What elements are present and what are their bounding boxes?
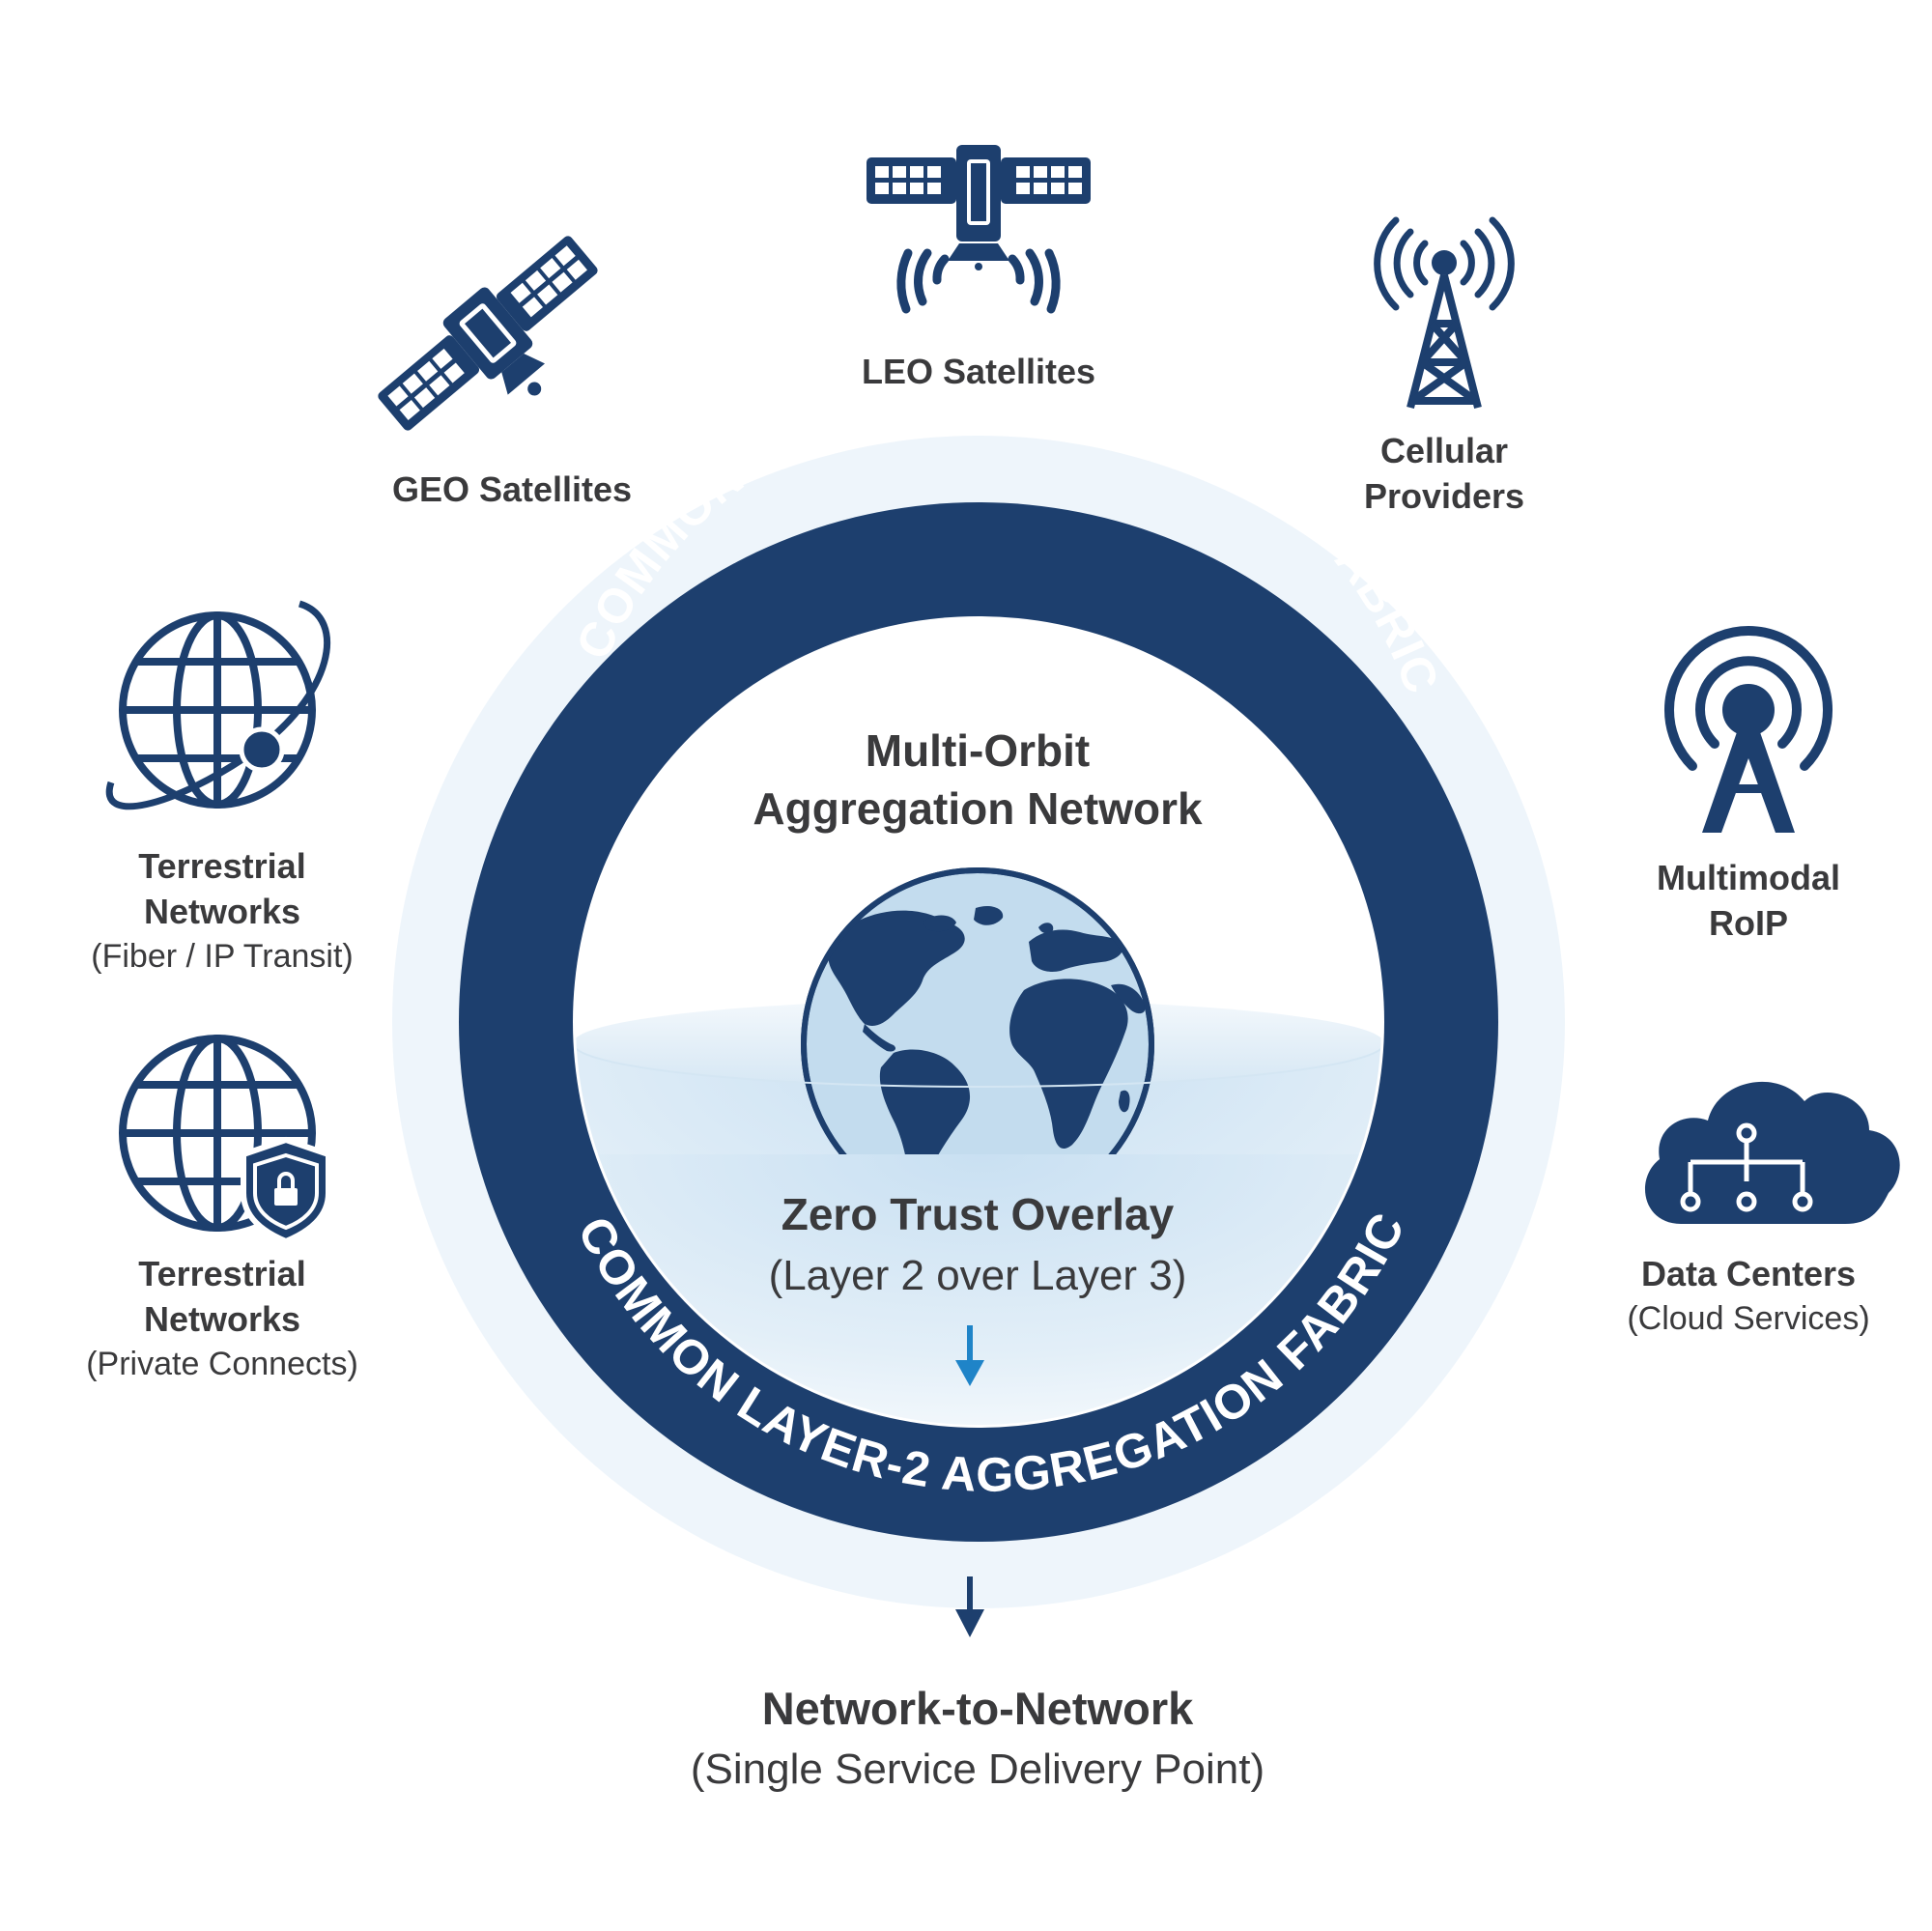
cellular-line2: Providers	[1363, 475, 1525, 516]
geo-satellite-icon	[378, 236, 598, 431]
leo-satellite-icon	[867, 145, 1091, 314]
label-terrestrial-private: Terrestrial Networks (Private Connects)	[39, 1252, 406, 1385]
arrow-down-icon-outer	[955, 1576, 984, 1637]
label-terrestrial-fiber: Terrestrial Networks (Fiber / IP Transit…	[58, 844, 386, 978]
center-title-line2: Aggregation Network	[753, 783, 1203, 834]
datacenter-sub: (Cloud Services)	[1627, 1299, 1870, 1337]
terrestrial-private-line2: Networks	[143, 1298, 301, 1339]
terrestrial-private-line1: Terrestrial	[138, 1254, 306, 1293]
center-title-line1: Multi-Orbit	[866, 725, 1091, 776]
roip-line1: Multimodal	[1657, 858, 1840, 897]
terrestrial-fiber-sub: (Fiber / IP Transit)	[91, 937, 354, 975]
terrestrial-private-sub: (Private Connects)	[86, 1345, 358, 1382]
radio-tower-icon	[1664, 626, 1833, 833]
output-title: Network-to-Network	[762, 1683, 1194, 1734]
overlay-title: Zero Trust Overlay	[781, 1189, 1175, 1239]
terrestrial-fiber-line2: Networks	[143, 891, 301, 931]
arrow-down-icon-inner	[955, 1325, 984, 1386]
cloud-network-icon	[1644, 1081, 1900, 1224]
geo-line1: GEO Satellites	[391, 469, 633, 509]
globe-orbit-icon	[105, 600, 331, 810]
label-multimodal-roip: Multimodal RoIP	[1604, 856, 1893, 947]
label-data-centers: Data Centers (Cloud Services)	[1575, 1252, 1922, 1340]
cellular-line1: Cellular	[1379, 431, 1509, 470]
overlay-subtitle: (Layer 2 over Layer 3)	[769, 1252, 1187, 1299]
roip-line2: RoIP	[1708, 902, 1788, 943]
label-geo-satellites: GEO Satellites	[348, 469, 676, 510]
label-leo-satellites: LEO Satellites	[814, 352, 1143, 392]
output-subtitle: (Single Service Delivery Point)	[691, 1746, 1264, 1793]
globe-shield-icon	[119, 1035, 331, 1245]
leo-line1: LEO Satellites	[861, 352, 1096, 391]
datacenter-line1: Data Centers	[1640, 1254, 1857, 1293]
cell-tower-icon	[1374, 216, 1515, 409]
terrestrial-fiber-line1: Terrestrial	[138, 846, 306, 886]
label-cellular-providers: Cellular Providers	[1299, 429, 1589, 520]
